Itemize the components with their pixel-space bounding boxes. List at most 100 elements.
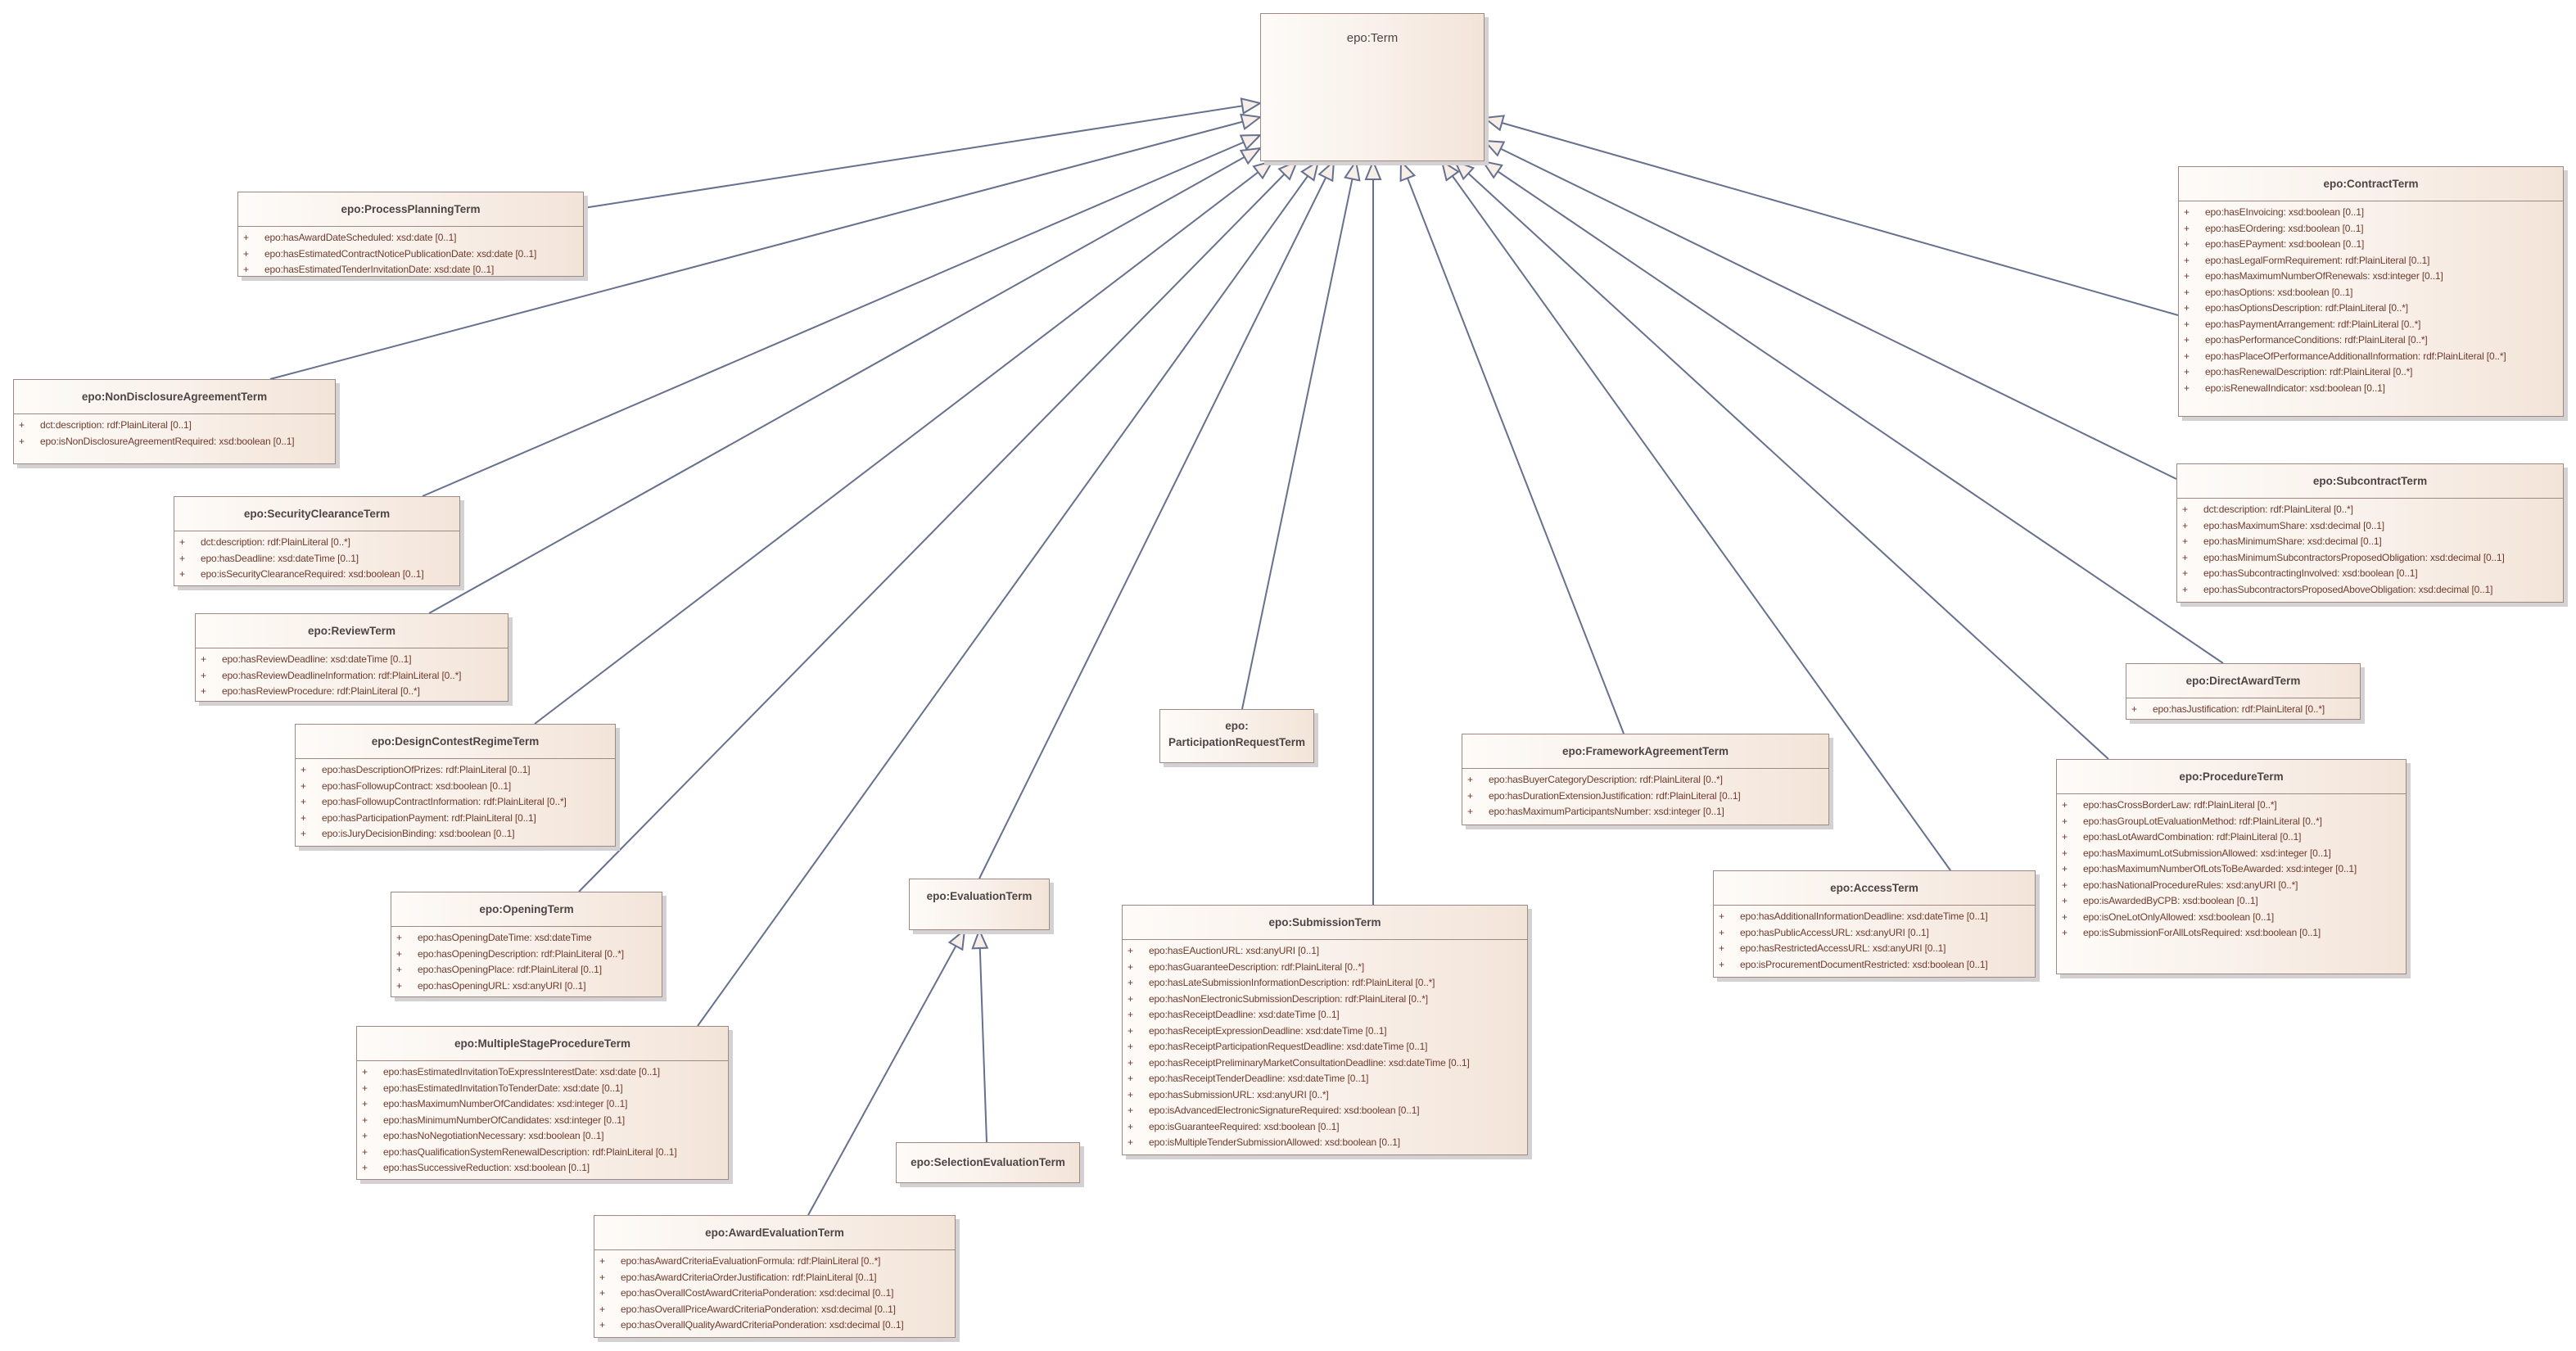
attribute-row[interactable]: +epo:hasAwardDateScheduled: xsd:date [0.… (238, 230, 583, 246)
attribute-row[interactable]: +epo:hasEAuctionURL: xsd:anyURI [0..1] (1123, 943, 1527, 960)
attribute-row[interactable]: +epo:hasGuaranteeDescription: rdf:PlainL… (1123, 960, 1527, 976)
class-design-contest-regime-term[interactable]: epo:DesignContestRegimeTerm+epo:hasDescr… (295, 724, 616, 847)
attribute-row[interactable]: +epo:hasLotAwardCombination: rdf:PlainLi… (2057, 829, 2406, 846)
class-access-term[interactable]: epo:AccessTerm+epo:hasAdditionalInformat… (1713, 870, 2036, 978)
attribute-row[interactable]: +epo:hasNonElectronicSubmissionDescripti… (1123, 992, 1527, 1008)
attribute-row[interactable]: +epo:hasParticipationPayment: rdf:PlainL… (296, 811, 615, 827)
attribute-row[interactable]: +epo:hasAwardCriteriaEvaluationFormula: … (594, 1254, 955, 1270)
attribute-row[interactable]: +epo:isJuryDecisionBinding: xsd:boolean … (296, 826, 615, 843)
attribute-row[interactable]: +epo:hasPaymentArrangement: rdf:PlainLit… (2179, 317, 2563, 333)
attribute-row[interactable]: +epo:hasMaximumParticipantsNumber: xsd:i… (1462, 804, 1828, 820)
generalization-designcontest[interactable] (534, 160, 1273, 725)
attribute-row[interactable]: +epo:hasMaximumLotSubmissionAllowed: xsd… (2057, 846, 2406, 862)
attribute-row[interactable]: +epo:isSecurityClearanceRequired: xsd:bo… (174, 567, 459, 583)
class-multiple-stage-procedure-term[interactable]: epo:MultipleStageProcedureTerm+epo:hasEs… (356, 1026, 729, 1180)
attribute-row[interactable]: +epo:hasDescriptionOfPrizes: rdf:PlainLi… (296, 762, 615, 779)
generalization-directaward[interactable] (1482, 160, 2224, 664)
attribute-row[interactable]: +epo:hasFollowupContract: xsd:boolean [0… (296, 779, 615, 795)
attribute-row[interactable]: +epo:hasEstimatedInvitationToTenderDate:… (357, 1081, 728, 1097)
attribute-row[interactable]: +epo:hasCrossBorderLaw: rdf:PlainLiteral… (2057, 797, 2406, 814)
attribute-row[interactable]: +epo:isNonDisclosureAgreementRequired: x… (14, 434, 335, 450)
attribute-row[interactable]: +epo:isGuaranteeRequired: xsd:boolean [0… (1123, 1119, 1527, 1136)
attribute-row[interactable]: +epo:hasReviewProcedure: rdf:PlainLitera… (196, 684, 508, 700)
attribute-row[interactable]: +epo:isMultipleTenderSubmissionAllowed: … (1123, 1135, 1527, 1151)
attribute-row[interactable]: +epo:hasMaximumNumberOfLotsToBeAwarded: … (2057, 861, 2406, 878)
generalization-access[interactable] (1441, 160, 1951, 871)
attribute-row[interactable]: +epo:hasRenewalDescription: rdf:PlainLit… (2179, 364, 2563, 381)
attribute-row[interactable]: +epo:hasFollowupContractInformation: rdf… (296, 794, 615, 811)
attribute-row[interactable]: +epo:hasReceiptTenderDeadline: xsd:dateT… (1123, 1071, 1527, 1087)
class-procedure-term[interactable]: epo:ProcedureTerm+epo:hasCrossBorderLaw:… (2056, 759, 2407, 974)
class-evaluation-term[interactable]: epo:EvaluationTerm (909, 879, 1050, 930)
generalization-subcontract[interactable] (1484, 140, 2177, 480)
attribute-row[interactable]: +epo:hasReviewDeadlineInformation: rdf:P… (196, 668, 508, 685)
generalization-nondisclosure[interactable] (269, 116, 1261, 380)
attribute-row[interactable]: +epo:hasEInvoicing: xsd:boolean [0..1] (2179, 205, 2563, 221)
attribute-row[interactable]: +epo:hasReceiptExpressionDeadline: xsd:d… (1123, 1023, 1527, 1040)
generalization-selectionevaluation[interactable] (978, 929, 987, 1143)
attribute-row[interactable]: +epo:hasBuyerCategoryDescription: rdf:Pl… (1462, 772, 1828, 788)
generalization-opening[interactable] (578, 160, 1298, 892)
attribute-row[interactable]: +epo:hasEPayment: xsd:boolean [0..1] (2179, 237, 2563, 253)
generalization-awardevaluation[interactable] (807, 929, 965, 1216)
attribute-row[interactable]: +epo:hasOverallCostAwardCriteriaPonderat… (594, 1285, 955, 1302)
generalization-participationrequest[interactable] (1241, 160, 1357, 710)
attribute-row[interactable]: +epo:hasMinimumShare: xsd:decimal [0..1] (2177, 534, 2563, 550)
class-subcontract-term[interactable]: epo:SubcontractTerm+dct:description: rdf… (2176, 463, 2564, 603)
attribute-row[interactable]: +epo:hasSubmissionURL: xsd:anyURI [0..*] (1123, 1087, 1527, 1104)
attribute-row[interactable]: +epo:hasGroupLotEvaluationMethod: rdf:Pl… (2057, 814, 2406, 830)
class-participation-request-term[interactable]: epo: ParticipationRequestTerm (1159, 709, 1314, 763)
attribute-row[interactable]: +epo:hasDurationExtensionJustification: … (1462, 788, 1828, 805)
attribute-row[interactable]: +epo:hasEstimatedContractNoticePublicati… (238, 246, 583, 263)
generalization-frameworkagreement[interactable] (1400, 160, 1625, 734)
attribute-row[interactable]: +epo:hasOpeningPlace: rdf:PlainLiteral [… (391, 962, 662, 978)
attribute-row[interactable]: +epo:hasLateSubmissionInformationDescrip… (1123, 975, 1527, 992)
attribute-row[interactable]: +epo:hasMinimumSubcontractorsProposedObl… (2177, 550, 2563, 567)
generalization-evaluation[interactable] (978, 160, 1335, 879)
attribute-row[interactable]: +epo:hasSuccessiveReduction: xsd:boolean… (357, 1160, 728, 1177)
attribute-row[interactable]: +epo:hasReviewDeadline: xsd:dateTime [0.… (196, 652, 508, 668)
attribute-row[interactable]: +epo:hasAdditionalInformationDeadline: x… (1714, 909, 2035, 925)
attribute-row[interactable]: +epo:hasAwardCriteriaOrderJustification:… (594, 1270, 955, 1286)
attribute-row[interactable]: +dct:description: rdf:PlainLiteral [0..1… (14, 418, 335, 434)
attribute-row[interactable]: +epo:hasEOrdering: xsd:boolean [0..1] (2179, 221, 2563, 237)
attribute-row[interactable]: +epo:hasOptionsDescription: rdf:PlainLit… (2179, 300, 2563, 317)
generalization-processplanning[interactable] (583, 102, 1261, 209)
class-opening-term[interactable]: epo:OpeningTerm+epo:hasOpeningDateTime: … (391, 892, 662, 997)
attribute-row[interactable]: +dct:description: rdf:PlainLiteral [0..*… (174, 535, 459, 551)
attribute-row[interactable]: +epo:hasRestrictedAccessURL: xsd:anyURI … (1714, 941, 2035, 957)
class-direct-award-term[interactable]: epo:DirectAwardTerm+epo:hasJustification… (2126, 663, 2361, 720)
attribute-row[interactable]: +epo:hasReceiptPreliminaryMarketConsulta… (1123, 1055, 1527, 1072)
generalization-contract[interactable] (1484, 117, 2179, 316)
generalization-multiplestage[interactable] (697, 160, 1319, 1027)
attribute-row[interactable]: +epo:isAwardedByCPB: xsd:boolean [0..1] (2057, 893, 2406, 910)
attribute-row[interactable]: +epo:hasOpeningDescription: rdf:PlainLit… (391, 947, 662, 963)
class-contract-term[interactable]: epo:ContractTerm+epo:hasEInvoicing: xsd:… (2178, 166, 2564, 417)
attribute-row[interactable]: +epo:hasPublicAccessURL: xsd:anyURI [0..… (1714, 925, 2035, 942)
attribute-row[interactable]: +epo:hasDeadline: xsd:dateTime [0..1] (174, 551, 459, 567)
attribute-row[interactable]: +epo:hasEstimatedInvitationToExpressInte… (357, 1064, 728, 1081)
attribute-row[interactable]: +epo:hasPerformanceConditions: rdf:Plain… (2179, 332, 2563, 349)
generalization-securityclearance[interactable] (422, 134, 1261, 497)
attribute-row[interactable]: +epo:hasOpeningURL: xsd:anyURI [0..1] (391, 978, 662, 995)
attribute-row[interactable]: +dct:description: rdf:PlainLiteral [0..*… (2177, 502, 2563, 518)
attribute-row[interactable]: +epo:hasLegalFormRequirement: rdf:PlainL… (2179, 253, 2563, 269)
attribute-row[interactable]: +epo:hasOverallPriceAwardCriteriaPondera… (594, 1302, 955, 1318)
attribute-row[interactable]: +epo:hasOpeningDateTime: xsd:dateTime (391, 930, 662, 947)
class-submission-term[interactable]: epo:SubmissionTerm+epo:hasEAuctionURL: x… (1122, 905, 1528, 1155)
attribute-row[interactable]: +epo:isAdvancedElectronicSignatureRequir… (1123, 1103, 1527, 1119)
attribute-row[interactable]: +epo:hasOptions: xsd:boolean [0..1] (2179, 285, 2563, 301)
class-review-term[interactable]: epo:ReviewTerm+epo:hasReviewDeadline: xs… (195, 613, 508, 702)
class-non-disclosure-agreement-term[interactable]: epo:NonDisclosureAgreementTerm+dct:descr… (13, 379, 336, 464)
attribute-row[interactable]: +epo:hasNationalProcedureRules: xsd:anyU… (2057, 878, 2406, 894)
attribute-row[interactable]: +epo:hasReceiptDeadline: xsd:dateTime [0… (1123, 1007, 1527, 1023)
attribute-row[interactable]: +epo:isProcurementDocumentRestricted: xs… (1714, 957, 2035, 974)
attribute-row[interactable]: +epo:hasMinimumNumberOfCandidates: xsd:i… (357, 1113, 728, 1129)
class-process-planning-term[interactable]: epo:ProcessPlanningTerm+epo:hasAwardDate… (237, 192, 584, 277)
generalization-review[interactable] (428, 147, 1261, 614)
attribute-row[interactable]: +epo:hasMaximumShare: xsd:decimal [0..1] (2177, 518, 2563, 535)
attribute-row[interactable]: +epo:isSubmissionForAllLotsRequired: xsd… (2057, 925, 2406, 942)
attribute-row[interactable]: +epo:hasNoNegotiationNecessary: xsd:bool… (357, 1128, 728, 1145)
attribute-row[interactable]: +epo:hasMaximumNumberOfRenewals: xsd:int… (2179, 269, 2563, 285)
attribute-row[interactable]: +epo:isRenewalIndicator: xsd:boolean [0.… (2179, 381, 2563, 397)
